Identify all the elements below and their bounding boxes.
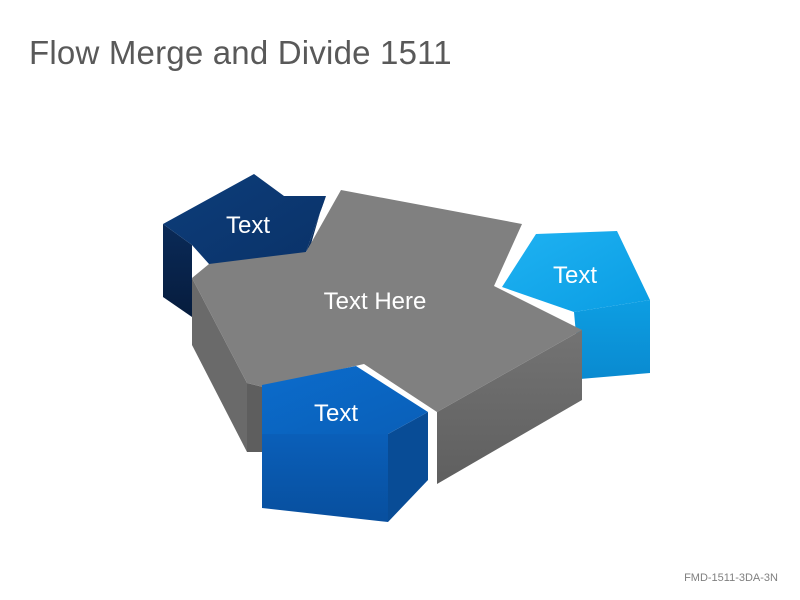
center-block-inner-side bbox=[247, 383, 263, 452]
arrow-top-left-edge bbox=[306, 196, 326, 252]
center-block-front-side bbox=[437, 330, 582, 484]
arrow-bottom-label: Text bbox=[314, 400, 358, 427]
page-title: Flow Merge and Divide 1511 bbox=[29, 34, 452, 71]
arrow-bottom: Text bbox=[262, 366, 428, 522]
arrow-top-left: Text bbox=[163, 174, 326, 317]
arrow-top-left-label: Text bbox=[226, 212, 270, 239]
arrow-bottom-top bbox=[262, 366, 428, 434]
arrow-right-label: Text bbox=[553, 262, 597, 289]
arrow-top-left-side bbox=[163, 224, 192, 317]
arrow-right-front bbox=[574, 300, 650, 379]
center-label: Text Here bbox=[324, 288, 427, 315]
arrow-bottom-right-side bbox=[388, 412, 428, 522]
arrow-top-left-top bbox=[163, 174, 326, 270]
footer-code: FMD-1511-3DA-3N bbox=[684, 572, 778, 584]
arrow-bottom-front bbox=[262, 434, 388, 522]
center-block: Text Here bbox=[192, 190, 582, 484]
center-block-left-side bbox=[192, 278, 247, 452]
arrow-right: Text bbox=[502, 231, 650, 379]
center-block-top bbox=[192, 190, 582, 412]
arrow-right-top bbox=[502, 231, 650, 312]
